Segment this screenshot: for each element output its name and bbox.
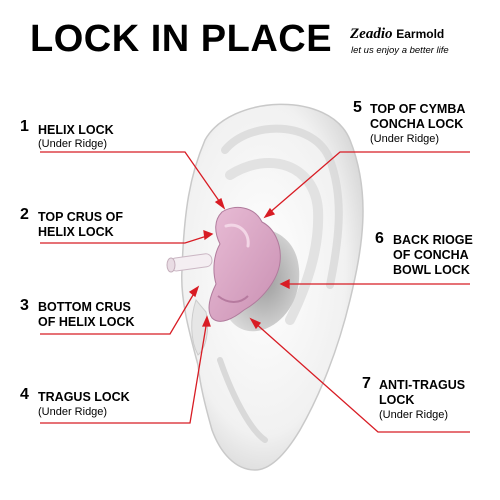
label-name: TOP CRUS OF HELIX LOCK <box>38 210 123 239</box>
earmold-illustration <box>166 206 281 322</box>
label-bottom-crus-of-helix-lock: 3 BOTTOM CRUS OF HELIX LOCK <box>20 297 200 337</box>
label-tragus-lock: 4 TRAGUS LOCK (Under Ridge) <box>20 386 200 426</box>
label-name: HELIX LOCK <box>38 123 114 137</box>
label-name: TOP OF CYMBA CONCHA LOCK <box>370 102 466 131</box>
label-number: 7 <box>362 375 371 392</box>
label-anti-tragus-lock: 7 ANTI-TRAGUS LOCK (Under Ridge) <box>362 375 500 431</box>
label-number: 1 <box>20 118 29 135</box>
brand-tagline: let us enjoy a better life <box>351 45 449 56</box>
label-note: (Under Ridge) <box>38 138 108 150</box>
label-name: ANTI-TRAGUS LOCK <box>379 378 466 407</box>
label-number: 2 <box>20 206 29 223</box>
page-title: LOCK IN PLACE <box>30 18 333 60</box>
label-name: BACK RIOGE OF CONCHA BOWL LOCK <box>393 233 473 277</box>
label-name: BOTTOM CRUS OF HELIX LOCK <box>38 300 135 329</box>
label-name: TRAGUS LOCK <box>38 390 130 404</box>
label-number: 6 <box>375 230 384 247</box>
brand-name: Zeadio <box>350 26 393 42</box>
brand-logo: Zeadio Earmold <box>350 26 444 43</box>
label-top-crus-of-helix-lock: 2 TOP CRUS OF HELIX LOCK <box>20 206 200 246</box>
label-note: (Under Ridge) <box>38 406 108 418</box>
label-number: 5 <box>353 99 362 116</box>
pointer-line-5 <box>267 151 470 215</box>
label-top-of-cymba-concha-lock: 5 TOP OF CYMBA CONCHA LOCK (Under Ridge) <box>353 99 493 151</box>
label-note: (Under Ridge) <box>370 133 440 145</box>
label-note: (Under Ridge) <box>379 409 449 421</box>
label-number: 3 <box>20 297 29 314</box>
pointer-line-2 <box>40 234 211 244</box>
label-number: 4 <box>20 386 29 403</box>
pointer-line-1 <box>40 151 225 209</box>
label-helix-lock: 1 HELIX LOCK (Under Ridge) <box>20 118 200 158</box>
pointer-line-7 <box>253 321 470 433</box>
brand-suffix: Earmold <box>396 27 445 41</box>
label-back-ridge-of-concha-bowl-lock: 6 BACK RIOGE OF CONCHA BOWL LOCK <box>375 230 500 282</box>
pointer-line-3 <box>40 289 197 335</box>
pointer-line-4 <box>40 319 208 424</box>
